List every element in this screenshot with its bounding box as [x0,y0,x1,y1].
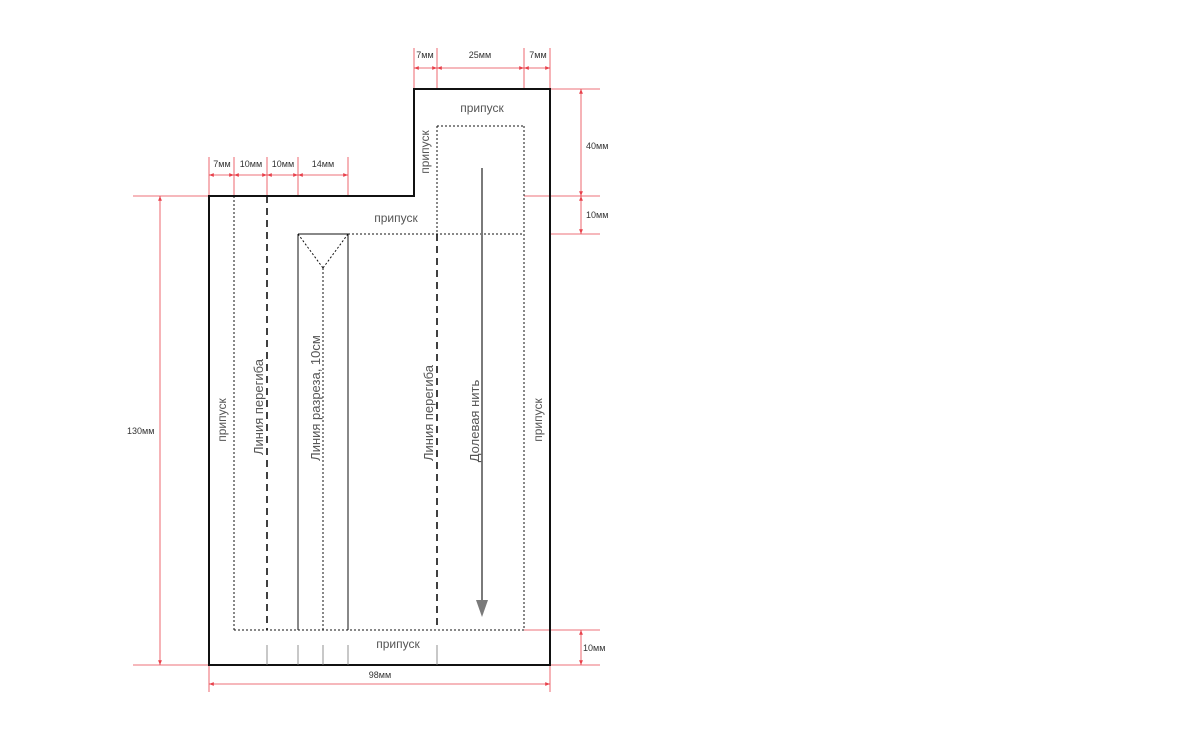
dim-width-98: 98мм [369,670,391,680]
dim-top-left-7: 7мм [416,50,433,60]
seam-label-tab-left: припуск [418,130,432,174]
fold-line-right-label: Линия перегиба [421,364,436,461]
seam-label-left: припуск [215,398,229,442]
pattern-outline [208,88,551,666]
fold-line-left-label: Линия перегиба [251,358,266,455]
grain-line-label: Долевая нить [467,380,482,463]
seam-allowance-lines [233,125,525,631]
cut-line-label: Линия разреза, 10см [308,335,323,461]
fold-lines [266,196,438,630]
seam-label-top-tab: припуск [460,101,504,115]
seam-label-shoulder: припуск [374,211,418,225]
dim-height-130: 130мм [127,426,154,436]
cut-slit-lines [297,233,349,630]
dim-left-10a: 10мм [240,159,262,169]
dimension-lines [133,48,600,692]
dim-top-right-7: 7мм [529,50,546,60]
bottom-notch-marks [266,645,438,665]
grain-line-arrow-icon [476,168,488,617]
dim-left-7: 7мм [213,159,230,169]
dim-right-40: 40мм [586,141,608,151]
seam-label-right: припуск [531,398,545,442]
dim-left-14: 14мм [312,159,334,169]
dim-right-10-bottom: 10мм [583,643,605,653]
dim-right-10-top: 10мм [586,210,608,220]
seam-label-bottom: припуск [376,637,420,651]
dim-left-10b: 10мм [272,159,294,169]
dim-top-mid-25: 25мм [469,50,491,60]
